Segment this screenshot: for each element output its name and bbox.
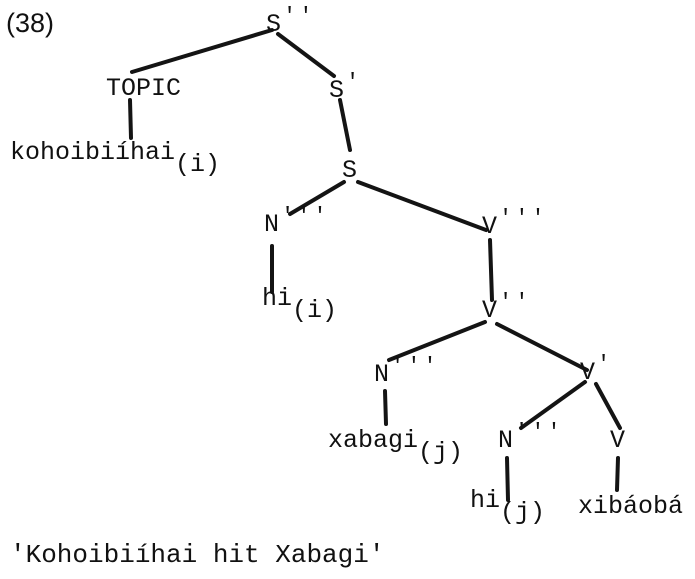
- node-primes: ′′′: [391, 354, 440, 379]
- branch-n-inner-to-hi-j: [505, 456, 510, 502]
- node-primes: ′′: [283, 4, 316, 29]
- branch-s-dbl-to-topic: [130, 28, 274, 74]
- word-index: (j): [418, 438, 464, 467]
- branch-v-triple-to-v-double: [488, 238, 494, 302]
- node-topic: TOPIC: [106, 76, 181, 101]
- node-n-subject: N′′′: [264, 206, 328, 239]
- branch-s-single-to-s: [338, 98, 352, 152]
- node-n-object: N′′′: [374, 356, 438, 389]
- word-text: hi: [262, 284, 293, 313]
- node-label: V: [482, 212, 498, 241]
- node-label: V: [482, 296, 498, 325]
- word-kohoibiihai: kohoibiíhai(i): [10, 138, 220, 177]
- word-index: (j): [500, 498, 546, 527]
- branch-s-to-v-triple: [356, 180, 488, 232]
- node-label: S: [266, 10, 282, 39]
- word-text: xabagi: [328, 426, 419, 455]
- word-index: (i): [292, 296, 338, 325]
- node-primes: ′′′: [281, 204, 330, 229]
- branch-v-single-to-v-bare: [594, 382, 622, 430]
- node-label: N: [498, 426, 514, 455]
- branch-v-single-to-n-inner: [519, 380, 587, 430]
- word-index: (i): [175, 150, 221, 179]
- branch-n-object-to-xabagi: [383, 389, 388, 426]
- node-label: TOPIC: [106, 74, 182, 103]
- branch-topic-to-kohoibiihai: [128, 98, 133, 140]
- node-s-single-bar: S′: [329, 72, 360, 105]
- branch-s-dbl-to-s-single: [276, 32, 336, 78]
- node-label: S: [342, 156, 358, 185]
- word-xabagi: xabagi(j): [328, 426, 463, 465]
- node-s: S: [342, 158, 357, 183]
- example-number: (38): [6, 8, 55, 38]
- branch-v-bare-to-xibaoba: [615, 456, 620, 492]
- word-text: hi: [470, 486, 501, 515]
- translation-gloss: ′Kohoibiíhai hit Xabagi′: [10, 540, 385, 570]
- node-primes: ′: [346, 70, 363, 95]
- node-label: S: [329, 76, 345, 105]
- node-label: N: [374, 360, 390, 389]
- node-n-inner: N′′′: [498, 422, 562, 455]
- branch-v-double-to-n-object: [387, 320, 487, 362]
- node-label: V: [610, 426, 626, 455]
- node-primes: ′′′: [499, 206, 548, 231]
- node-primes: ′′: [499, 290, 532, 315]
- node-label: V: [580, 358, 596, 387]
- node-v-double-bar: V′′: [482, 292, 529, 325]
- node-primes: ′: [597, 352, 614, 377]
- branch-v-double-to-v-single: [495, 322, 589, 372]
- word-hi-i: hi(i): [262, 284, 337, 323]
- word-text: kohoibiíhai: [10, 138, 176, 167]
- node-primes: ′′′: [515, 420, 564, 445]
- node-s-double-bar: S′′: [266, 6, 313, 39]
- branch-s-to-n-subject: [288, 180, 346, 216]
- word-xibaoba: xibáobá: [578, 494, 683, 519]
- node-v-single-bar: V′: [580, 354, 611, 387]
- word-hi-j: hi(j): [470, 486, 545, 525]
- node-v-bare: V: [610, 428, 625, 453]
- node-v-triple-bar: V′′′: [482, 208, 546, 241]
- word-text: xibáobá: [578, 492, 684, 521]
- node-label: N: [264, 210, 280, 239]
